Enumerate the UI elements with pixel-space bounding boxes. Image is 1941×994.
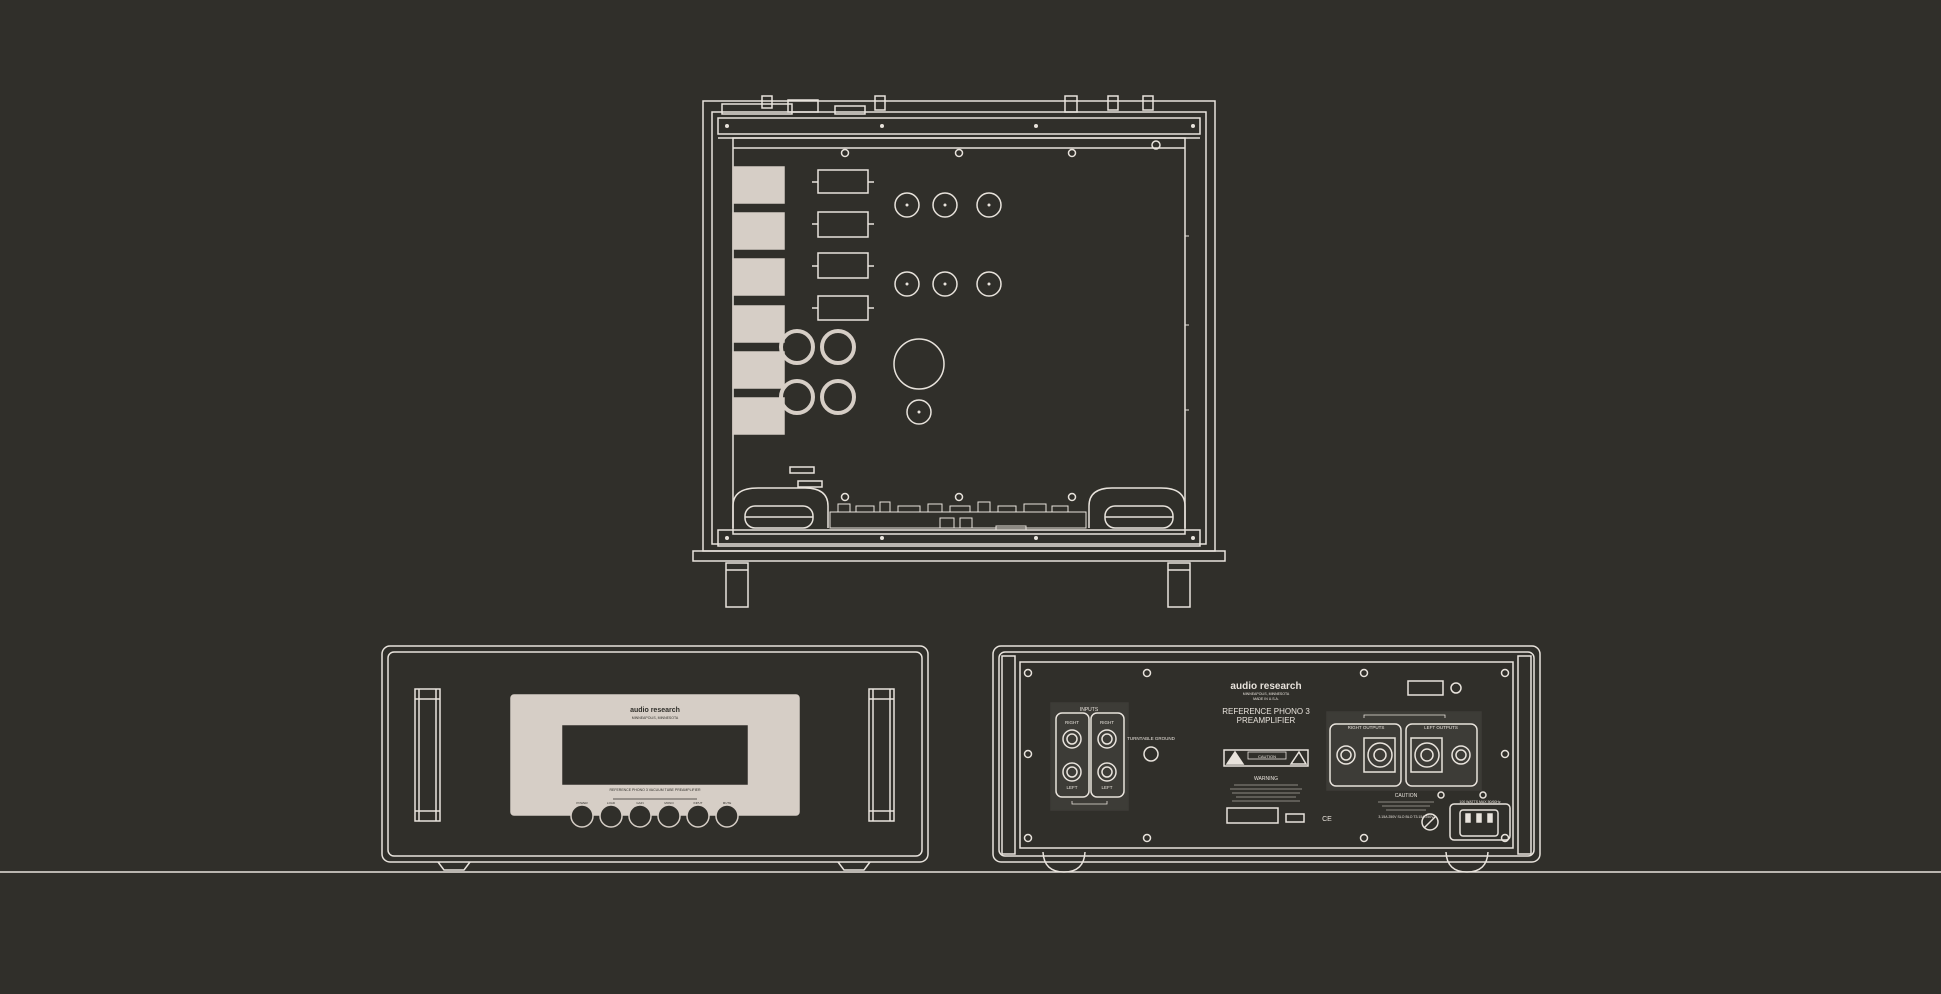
rear-power-inlet (1449, 803, 1511, 841)
rear-input-right-label-1: RIGHT (1065, 720, 1079, 725)
top-view-transformers (732, 487, 1186, 529)
rear-fine-print (1230, 784, 1434, 811)
rear-model-name: REFERENCE PHONO 3 (1222, 707, 1310, 716)
rear-ce-mark: CE (1322, 816, 1332, 823)
front-brand-logo: audio research (630, 707, 680, 714)
front-model-line: REFERENCE PHONO 3 VACUUM TUBE PREAMPLIFI… (609, 788, 701, 792)
rear-left-outputs-label: LEFT OUTPUTS (1424, 725, 1458, 730)
rear-model-type: PREAMPLIFIER (1237, 716, 1296, 725)
rear-location-text: MINNEAPOLIS, MINNESOTA (1243, 692, 1290, 696)
front-knob-labels: POWER LOAD GAIN MONO INPUT MUTE (576, 801, 731, 805)
rear-outputs-panel (1326, 711, 1482, 791)
front-view-handle-right (868, 688, 895, 822)
rear-input-right-label-2: RIGHT (1100, 720, 1114, 725)
rear-fuse-holder (1421, 813, 1439, 831)
rear-view-outer-frame (992, 645, 1541, 863)
knob-label-gain: GAIN (636, 801, 643, 805)
top-view-foot-right (1167, 562, 1191, 608)
rear-brand-logo: audio research (1230, 681, 1301, 692)
top-view-tube-blocks (732, 166, 785, 435)
top-view-circuit-board (829, 501, 1087, 531)
top-view-capacitors (812, 169, 874, 321)
front-view (381, 645, 929, 871)
rear-warning-label: WARNING (1254, 776, 1278, 782)
rear-power-rating: 100 WATTS MAX 50/60Hz (1459, 800, 1500, 804)
rear-view (992, 645, 1541, 873)
rear-output-jacks (1336, 737, 1471, 773)
front-view-display-window (562, 725, 748, 785)
rear-right-outputs-label: RIGHT OUTPUTS (1348, 725, 1385, 730)
top-view-ring-capacitors (779, 329, 856, 415)
front-view-handle-left (414, 688, 441, 822)
front-view-knobs (570, 804, 739, 828)
front-location-text: MINNEAPOLIS, MINNESOTA (632, 716, 679, 720)
knob-label-power: POWER (576, 801, 588, 805)
rear-text: audio research MINNEAPOLIS, MINNESOTA MA… (1065, 681, 1501, 823)
top-view-rear-connectors (721, 95, 1154, 115)
top-view-foot-left (725, 562, 749, 608)
knob-label-mono: MONO (664, 801, 674, 805)
rear-caution-label-text: CAUTION (1395, 793, 1418, 799)
rear-turntable-ground-label: TURNTABLE GROUND (1127, 736, 1175, 741)
knob-label-load: LOAD (607, 801, 616, 805)
front-view-outer-frame (381, 645, 929, 863)
rear-input-jacks (1062, 729, 1117, 782)
rear-serial-label (1226, 807, 1279, 824)
rear-made-in-text: MADE IN U.S.A. (1253, 697, 1279, 701)
turntable-ground-post (1143, 746, 1159, 762)
rear-caution-label (1223, 749, 1309, 767)
knob-label-input: INPUT (694, 801, 703, 805)
rear-caution-box-text: CAUTION (1258, 754, 1276, 759)
rear-fuse-info: 3.15A 250V SLO BLO T3.15A 250V (1378, 815, 1434, 819)
rear-inputs-label: INPUTS (1080, 707, 1099, 713)
rear-input-left-label-1: LEFT (1066, 785, 1077, 790)
top-view-chassis (692, 95, 1226, 608)
rear-input-left-label-2: LEFT (1101, 785, 1112, 790)
knob-label-mute: MUTE (723, 801, 732, 805)
top-view-tube-sockets (894, 192, 1002, 297)
